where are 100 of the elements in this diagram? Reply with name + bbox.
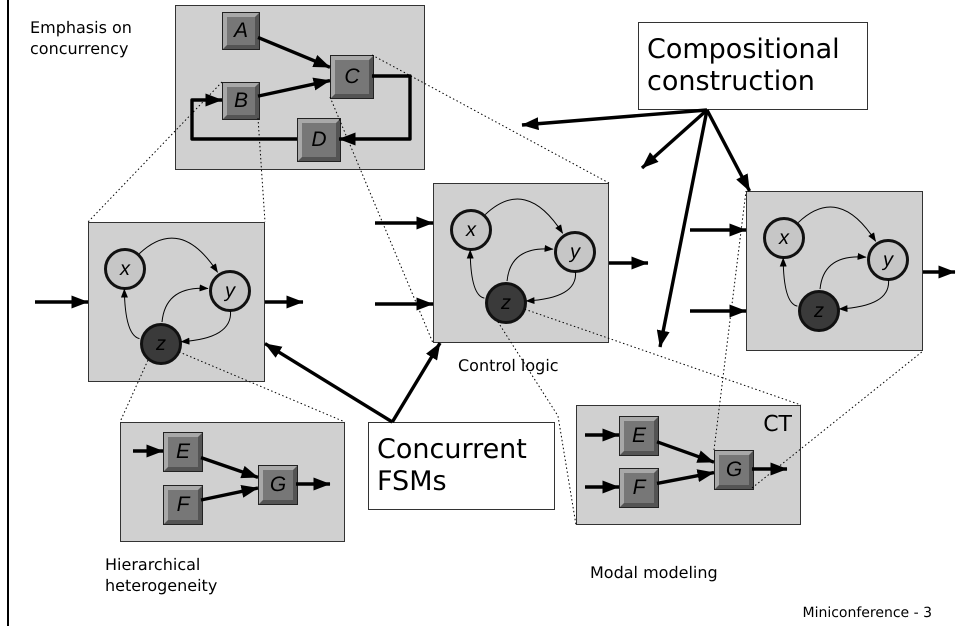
state-letter: z <box>814 301 824 321</box>
arrow <box>264 342 394 424</box>
actor-block <box>331 56 373 98</box>
arrow <box>162 284 209 323</box>
caption-text: Emphasis on concurrency <box>30 18 133 60</box>
block-letter: F <box>176 493 190 517</box>
zoom-line <box>524 308 802 406</box>
actor-block <box>620 417 658 455</box>
model-panel <box>175 5 425 170</box>
arrow <box>820 253 867 290</box>
actor-block <box>298 119 340 161</box>
block-letter: D <box>311 128 327 152</box>
callout-box <box>638 22 868 110</box>
arrow <box>35 296 88 308</box>
arrow <box>706 109 752 192</box>
state-letter: z <box>156 334 166 354</box>
state-letter: x <box>779 228 789 248</box>
block-letter: B <box>234 89 248 113</box>
arrow <box>780 258 798 307</box>
actor-block <box>259 466 297 504</box>
model-panel <box>746 191 923 351</box>
zoom-line <box>497 321 576 526</box>
zoom-line <box>372 54 610 184</box>
arrow <box>525 271 576 304</box>
state-letter: z <box>501 293 511 313</box>
block-letter: G <box>270 473 286 497</box>
block-letter: E <box>632 424 646 448</box>
arrow <box>258 78 330 98</box>
actor-block <box>164 486 202 524</box>
arrow <box>375 216 434 230</box>
actor-block <box>223 83 259 119</box>
arrow <box>752 462 788 476</box>
actor-block <box>715 451 753 489</box>
state-circle <box>554 231 596 273</box>
zoom-line <box>120 360 148 422</box>
block-letter: C <box>344 65 360 89</box>
arrow <box>390 342 442 423</box>
arrow <box>798 206 876 242</box>
callout-text: Concurrent FSMs <box>377 434 528 498</box>
arrow <box>338 74 412 146</box>
arrow <box>200 456 259 479</box>
arrow <box>838 279 890 312</box>
arrow <box>656 110 709 348</box>
arrow <box>190 94 297 141</box>
caption-text: Control logic <box>458 356 560 377</box>
state-circle <box>798 290 840 332</box>
arrow <box>690 224 746 236</box>
arrow <box>585 480 620 494</box>
state-letter: y <box>883 250 893 270</box>
arrow <box>923 266 956 278</box>
arrow <box>265 296 304 308</box>
state-circle <box>140 323 182 365</box>
state-letter: y <box>570 242 580 262</box>
state-circle <box>867 239 909 281</box>
caption-text: Hierarchical heterogeneity <box>105 555 218 597</box>
model-panel <box>576 405 801 525</box>
zoom-line <box>752 350 924 488</box>
callout-box <box>368 422 555 510</box>
state-letter: x <box>466 220 476 240</box>
panel-label: CT <box>763 412 792 437</box>
state-circle <box>485 282 527 324</box>
zoom-line <box>330 96 434 344</box>
state-letter: x <box>120 259 130 279</box>
arrow <box>375 298 434 310</box>
actor-block <box>223 13 259 49</box>
arrow <box>690 304 746 318</box>
block-letter: F <box>632 476 646 500</box>
arrow <box>506 245 554 282</box>
arrow <box>257 36 331 69</box>
zoom-line <box>714 190 746 450</box>
zoom-line <box>178 351 346 422</box>
arrow <box>133 444 164 458</box>
model-panel <box>88 222 265 382</box>
arrow <box>484 198 564 234</box>
actor-block <box>620 469 658 507</box>
actor-block <box>164 433 202 471</box>
block-letter: A <box>234 19 248 43</box>
model-panel <box>120 422 345 542</box>
model-panel <box>433 183 609 343</box>
arrow <box>609 256 648 270</box>
footer-text: Miniconference - 3 <box>802 604 932 622</box>
arrow <box>121 288 140 340</box>
state-circle <box>450 209 492 251</box>
zoom-line <box>258 118 266 222</box>
arrow <box>138 238 218 273</box>
arrow <box>656 440 715 464</box>
arrow <box>656 469 714 486</box>
arrow <box>585 428 620 442</box>
callout-text: Compositional construction <box>647 34 841 98</box>
block-letter: E <box>176 440 190 464</box>
arrow <box>522 108 708 130</box>
caption-text: Modal modeling <box>590 563 719 584</box>
state-circle <box>209 270 251 312</box>
state-letter: y <box>225 281 235 301</box>
arrow <box>180 310 231 344</box>
arrow <box>466 250 485 299</box>
arrow <box>296 478 330 490</box>
state-circle <box>763 217 805 259</box>
state-circle <box>104 248 146 290</box>
block-letter: G <box>726 458 742 482</box>
